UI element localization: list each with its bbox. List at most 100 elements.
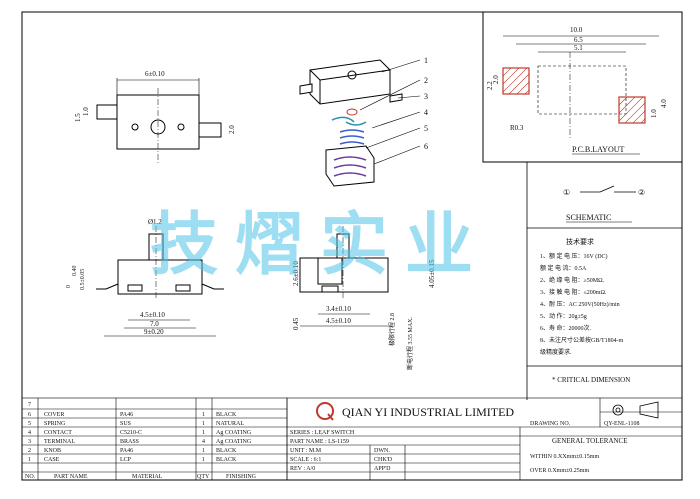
watermark-text: 技 熠 实 业 [150, 207, 473, 283]
exploded-view [299, 59, 403, 187]
bom-row-no: 5 [28, 421, 31, 427]
tech-line-3: 2、绝 缘 电 阻：≥50MΩ. [540, 276, 605, 284]
unit: UNIT : M.M [290, 448, 322, 454]
top-view [96, 78, 222, 165]
top-width-dim: 6±0.10 [145, 70, 165, 78]
series: SERIES : LEAF SWITCH [290, 430, 355, 436]
dwn-label: DWN. [374, 448, 390, 454]
bom-row-part: COVER [44, 412, 64, 418]
bom-row-material: PA46 [120, 448, 133, 454]
bom-row-material: BRASS [120, 439, 139, 445]
exploded-label-3: 3 [424, 92, 428, 101]
tolerance-over: OVER 0.Xmm±0.25mm [530, 468, 589, 474]
bom-header-no: NO. [25, 474, 36, 480]
part-name: PART NAME : LS-1159 [290, 439, 349, 445]
side-h3-dim: 0.45 [292, 317, 300, 330]
front-width-2: 7.0 [150, 320, 159, 328]
exploded-label-2: 2 [424, 76, 428, 85]
tech-line-6: 5、动 作：20g±5g [540, 312, 587, 320]
exploded-label-4: 4 [424, 108, 428, 117]
bom-row-no: 3 [28, 439, 31, 445]
bom-header-finishing: FINISHING [226, 474, 257, 480]
bom-row-finishing: BLACK [216, 448, 237, 454]
rev: REV : A/0 [290, 466, 315, 472]
tolerance-title: GENERAL TOLERANCE [552, 437, 628, 445]
bom-row-qty: 1 [202, 457, 205, 463]
pcb-dim-4-0: 4.0 [660, 99, 668, 108]
front-pre-dim: 0 [66, 285, 72, 288]
bom-rows: 7 6 COVER PA46 1 BLACK 5 SPRING SUS 1 NA… [28, 402, 252, 463]
bom-row-part: SPRING [44, 421, 66, 427]
bom-row-finishing: Ag COATING [216, 439, 252, 445]
schematic-node-2: ② [638, 188, 645, 197]
bom-row-finishing: BLACK [216, 457, 237, 463]
side-h2-dim: 4.05±0.15 [428, 259, 436, 288]
exploded-label-5: 5 [424, 124, 428, 133]
side-note-1: 极限行程 2.8 [388, 313, 396, 346]
tech-line-9: 级精度要求. [540, 348, 572, 356]
top-dim-3: 2.0 [228, 125, 236, 134]
bom-row-qty: 1 [202, 412, 205, 418]
bom-row-no: 7 [28, 402, 31, 408]
tech-line-2: 额 定 电 流：0.5A [540, 264, 587, 272]
bom-row-part: TERMINAL [44, 439, 75, 445]
side-h1-dim: 2.6±0.10 [292, 261, 300, 286]
title-block-grid [286, 397, 683, 481]
projection-symbol-icon [612, 401, 659, 419]
bom-row-part: CASE [44, 457, 60, 463]
drawing-no: QY-ENL-1108 [604, 421, 639, 427]
bom-header-qty: QTY [197, 474, 210, 480]
bom-row-no: 6 [28, 412, 31, 418]
bom-header-material: MATERIAL [132, 474, 163, 480]
pcb-dim-5-1: 5.1 [574, 44, 583, 52]
side-width-1: 3.4±0.10 [326, 305, 351, 313]
front-h1-dim: 0.40 [72, 266, 78, 277]
bom-row-no: 4 [28, 430, 31, 436]
bom-row-part: KNOB [44, 448, 61, 454]
appd-label: APP'D [374, 466, 391, 472]
exploded-leaders [359, 59, 421, 165]
pcb-dim-1-0: 1.0 [650, 109, 658, 118]
exploded-label-6: 6 [424, 142, 428, 151]
bom-header-part: PART NAME [54, 474, 88, 480]
bom-row-no: 2 [28, 448, 31, 454]
tech-line-1: 1、额 定 电 压：16V (DC) [540, 252, 608, 260]
bom-row-qty: 4 [202, 439, 205, 445]
top-dim-1: 1.5 [74, 113, 82, 122]
side-width-2: 4.5±0.10 [326, 317, 351, 325]
top-dim-2: 1.0 [82, 107, 90, 116]
front-pin-dim: Ø1.2 [148, 218, 162, 226]
critical-dimension-note: * CRITICAL DIMENSION [552, 376, 630, 384]
bom-row-qty: 1 [202, 430, 205, 436]
schematic-title: SCHEMATIC [566, 213, 611, 222]
company-name: QIAN YI INDUSTRIAL LIMITED [342, 405, 514, 419]
bom-row-finishing: BLACK [216, 412, 237, 418]
tech-line-5: 4、耐 压：AC 250V(50Hz)/min [540, 300, 620, 308]
bom-row-material: PA46 [120, 412, 133, 418]
schematic-node-1: ① [563, 188, 570, 197]
tolerance-within: WITHIN 0.XXmm±0.15mm [530, 454, 599, 460]
drawing-no-label: DRAWING NO. [530, 421, 571, 427]
chkd-label: CHK'D [374, 457, 393, 463]
bom-row-part: CONTACT [44, 430, 72, 436]
bom-row-material: SUS [120, 421, 131, 427]
bom-row-qty: 1 [202, 448, 205, 454]
bom-row-finishing: Ag COATING [216, 430, 252, 436]
front-pre2-dim: 0.5±0.05 [80, 269, 86, 290]
scale: SCALE : 6:1 [290, 457, 321, 463]
pcb-title: P.C.B.LAYOUT [572, 145, 624, 154]
bom-row-finishing: NATURAL [216, 421, 244, 427]
front-width-1: 4.5±0.10 [140, 311, 165, 319]
side-view [299, 226, 389, 327]
tech-line-7: 6、寿 命：20000次. [540, 324, 592, 332]
pcb-dim-6-5: 6.5 [574, 36, 583, 44]
bom-row-material: LCP [120, 457, 132, 463]
front-width-3: 9±0.20 [144, 328, 164, 336]
watermark: 技 熠 实 业 [150, 207, 473, 283]
pcb-panel [482, 12, 682, 163]
schematic [526, 162, 682, 229]
company-logo [316, 402, 334, 421]
bom-row-no: 1 [28, 457, 31, 463]
bom-row-material: C5210-C [120, 430, 142, 436]
